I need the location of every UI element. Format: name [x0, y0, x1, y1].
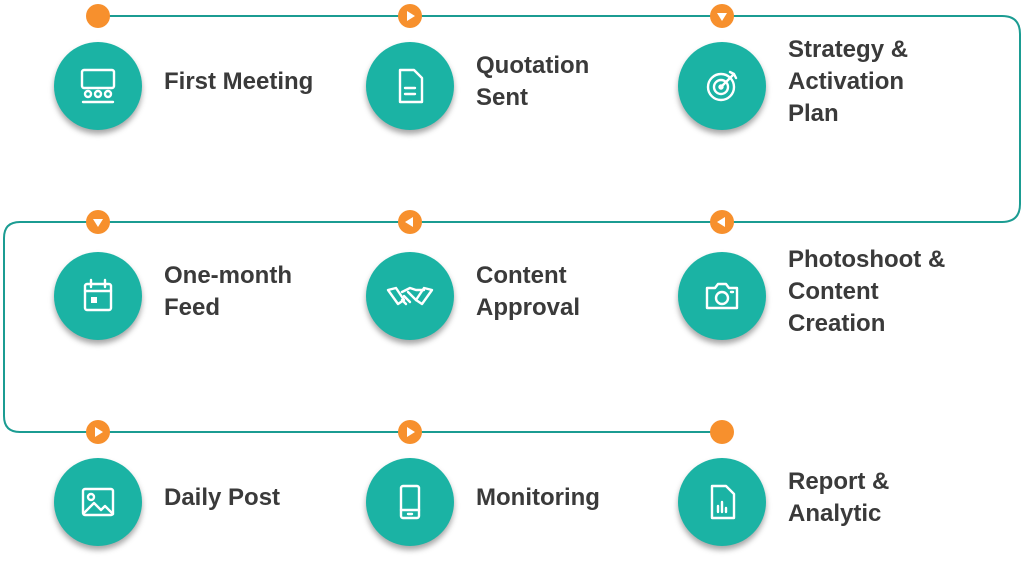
step-circle	[366, 252, 454, 340]
step-label: Monitoring	[476, 482, 666, 514]
step-monitoring: Monitoring	[366, 458, 666, 568]
step-label-line: Plan	[788, 100, 839, 127]
step-label: Daily Post	[164, 482, 354, 514]
image-icon	[76, 480, 120, 524]
step-circle	[54, 252, 142, 340]
flow-path	[3, 15, 1021, 433]
step-label-line: One-month	[164, 262, 292, 289]
step-circle	[678, 252, 766, 340]
step-label-line: Photoshoot &	[788, 246, 946, 273]
calendar-icon	[76, 274, 120, 318]
step-first-meeting: First Meeting	[54, 42, 354, 152]
document-icon	[388, 64, 432, 108]
flow-arrow-node	[398, 4, 422, 28]
step-circle	[54, 42, 142, 130]
step-strategy-activation-plan: Strategy & Activation Plan	[678, 36, 978, 152]
step-label-line: Activation	[788, 68, 905, 95]
step-report-analytic: Report & Analytic	[678, 458, 978, 568]
flow-end-node	[710, 420, 734, 444]
step-circle	[54, 458, 142, 546]
process-flow-connector	[3, 4, 1021, 444]
step-label: Report & Analytic	[788, 466, 978, 530]
step-label-line: Creation	[788, 310, 886, 337]
step-label-line: Content	[476, 262, 567, 289]
step-label-line: Report &	[788, 468, 890, 495]
step-label-line: Feed	[164, 294, 221, 321]
target-icon	[700, 64, 744, 108]
step-one-month-feed: One-month Feed	[54, 252, 354, 362]
step-label: First Meeting	[164, 66, 354, 98]
step-content-approval: Content Approval	[366, 252, 666, 362]
step-label: Strategy & Activation Plan	[788, 34, 978, 130]
step-circle	[366, 42, 454, 130]
step-label-line: Analytic	[788, 500, 882, 527]
flow-start-node	[86, 4, 110, 28]
step-circle	[678, 458, 766, 546]
handshake-icon	[386, 274, 434, 318]
report-icon	[700, 480, 744, 524]
step-label-line: First Meeting	[164, 68, 314, 95]
step-label-line: Quotation	[476, 52, 590, 79]
flow-arrow-node	[710, 4, 734, 28]
step-circle	[678, 42, 766, 130]
flow-arrow-node	[86, 420, 110, 444]
step-quotation-sent: Quotation Sent	[366, 42, 666, 152]
camera-icon	[700, 274, 744, 318]
step-label-line: Strategy &	[788, 36, 909, 63]
flow-arrow-node	[398, 420, 422, 444]
flow-arrow-node	[86, 210, 110, 234]
step-label: Quotation Sent	[476, 50, 666, 114]
step-label-line: Content	[788, 278, 879, 305]
flow-arrow-node	[398, 210, 422, 234]
step-label: Content Approval	[476, 260, 666, 324]
step-label-line: Daily Post	[164, 484, 281, 511]
step-circle	[366, 458, 454, 546]
step-daily-post: Daily Post	[54, 458, 354, 568]
step-label-line: Sent	[476, 84, 529, 111]
presentation-icon	[76, 64, 120, 108]
step-photoshoot-content-creation: Photoshoot & Content Creation	[678, 246, 978, 362]
step-label: Photoshoot & Content Creation	[788, 244, 978, 340]
mobile-icon	[388, 480, 432, 524]
step-label-line: Monitoring	[476, 484, 600, 511]
flow-arrow-node	[710, 210, 734, 234]
step-label-line: Approval	[476, 294, 581, 321]
step-label: One-month Feed	[164, 260, 354, 324]
